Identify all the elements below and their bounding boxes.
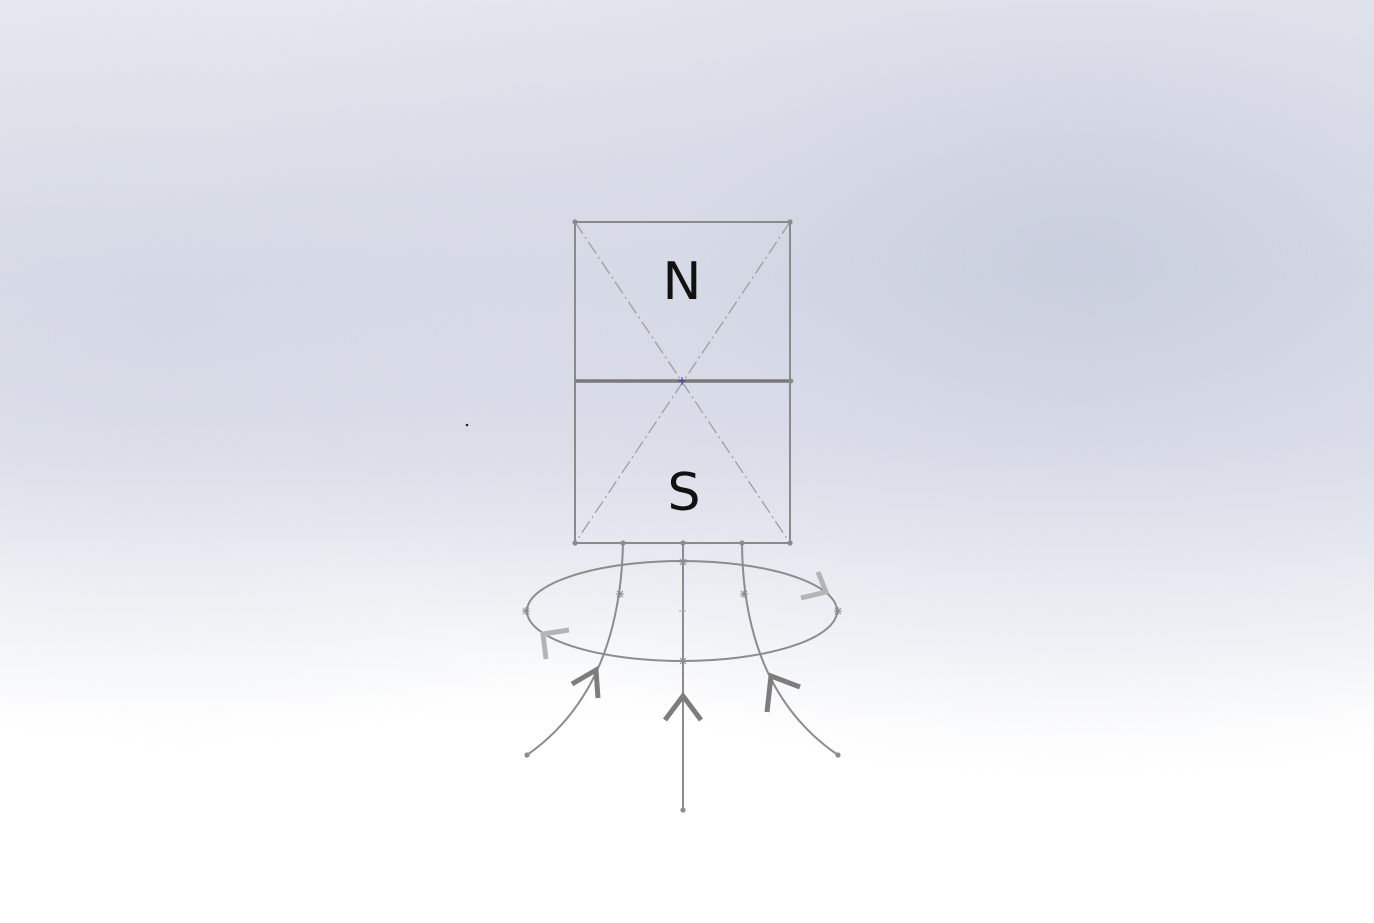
field-line-endpoint[interactable] bbox=[680, 807, 686, 813]
field-line-endpoint[interactable] bbox=[680, 540, 686, 546]
loop-direction-arrows bbox=[540, 571, 830, 660]
midpoint-marker[interactable] bbox=[678, 377, 686, 385]
sketch-point[interactable] bbox=[465, 423, 469, 427]
corner-point[interactable] bbox=[572, 540, 578, 546]
field-line-endpoint[interactable] bbox=[620, 540, 626, 546]
right-arrow-icon bbox=[800, 571, 830, 601]
field-direction-arrows bbox=[570, 665, 801, 722]
left-arrow-icon bbox=[540, 627, 570, 660]
field-line-endpoint[interactable] bbox=[739, 540, 745, 546]
intersection-marker bbox=[740, 590, 748, 598]
corner-point[interactable] bbox=[572, 219, 578, 225]
north-pole-label: N bbox=[663, 252, 702, 312]
intersection-marker bbox=[679, 657, 687, 665]
bar-magnet[interactable]: N S bbox=[572, 219, 794, 546]
corner-point[interactable] bbox=[788, 378, 794, 384]
south-pole-label: S bbox=[667, 463, 700, 523]
field-line-right[interactable] bbox=[741, 542, 839, 756]
intersection-markers bbox=[522, 558, 842, 665]
corner-point[interactable] bbox=[787, 540, 793, 546]
up-arrow-icon bbox=[663, 691, 703, 722]
intersection-marker bbox=[834, 607, 842, 615]
up-arrow-icon bbox=[570, 665, 601, 699]
field-line-endpoint[interactable] bbox=[835, 752, 841, 758]
intersection-marker bbox=[522, 607, 530, 615]
field-line-endpoint[interactable] bbox=[524, 752, 530, 758]
up-arrow-icon bbox=[764, 672, 801, 713]
corner-point[interactable] bbox=[787, 219, 793, 225]
intersection-marker bbox=[616, 590, 624, 598]
magnetic-field-lines[interactable] bbox=[526, 542, 839, 810]
intersection-marker bbox=[679, 558, 687, 566]
